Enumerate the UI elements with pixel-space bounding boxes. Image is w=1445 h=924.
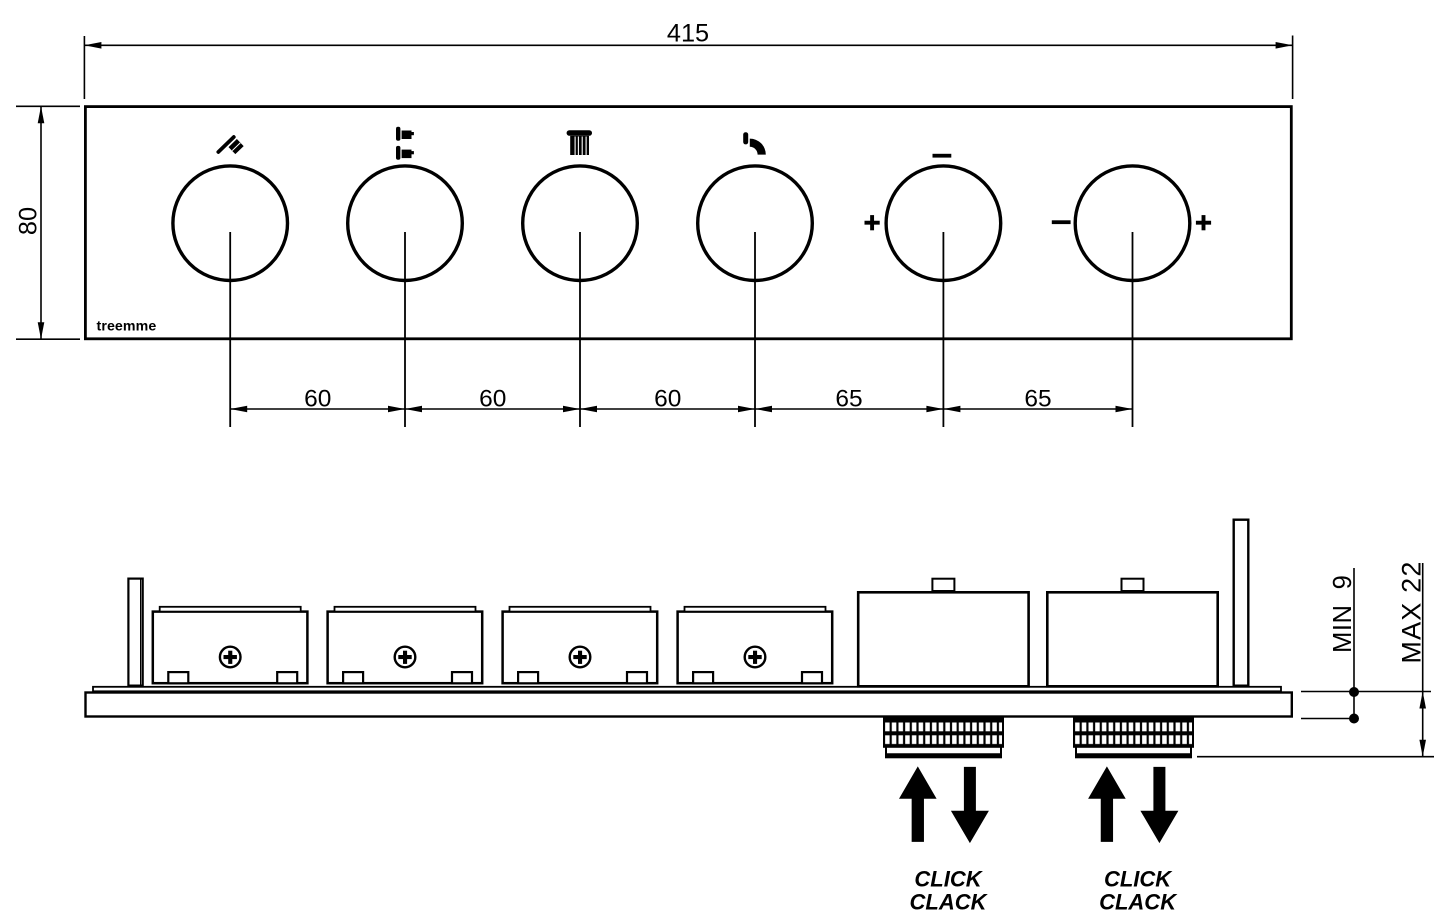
svg-text:60: 60: [304, 385, 331, 412]
svg-text:CLICK: CLICK: [1104, 866, 1173, 891]
svg-text:65: 65: [1024, 385, 1051, 412]
svg-text:415: 415: [667, 20, 709, 48]
svg-text:60: 60: [479, 385, 506, 412]
svg-text:CLACK: CLACK: [1099, 890, 1178, 915]
svg-text:MIN 9: MIN 9: [1329, 575, 1357, 653]
svg-text:80: 80: [15, 207, 43, 235]
svg-text:CLACK: CLACK: [910, 890, 989, 915]
svg-text:CLICK: CLICK: [914, 866, 983, 891]
svg-text:60: 60: [654, 385, 681, 412]
svg-text:65: 65: [835, 385, 862, 412]
svg-text:treemme: treemme: [97, 318, 157, 334]
svg-text:MAX 22: MAX 22: [1396, 560, 1426, 663]
